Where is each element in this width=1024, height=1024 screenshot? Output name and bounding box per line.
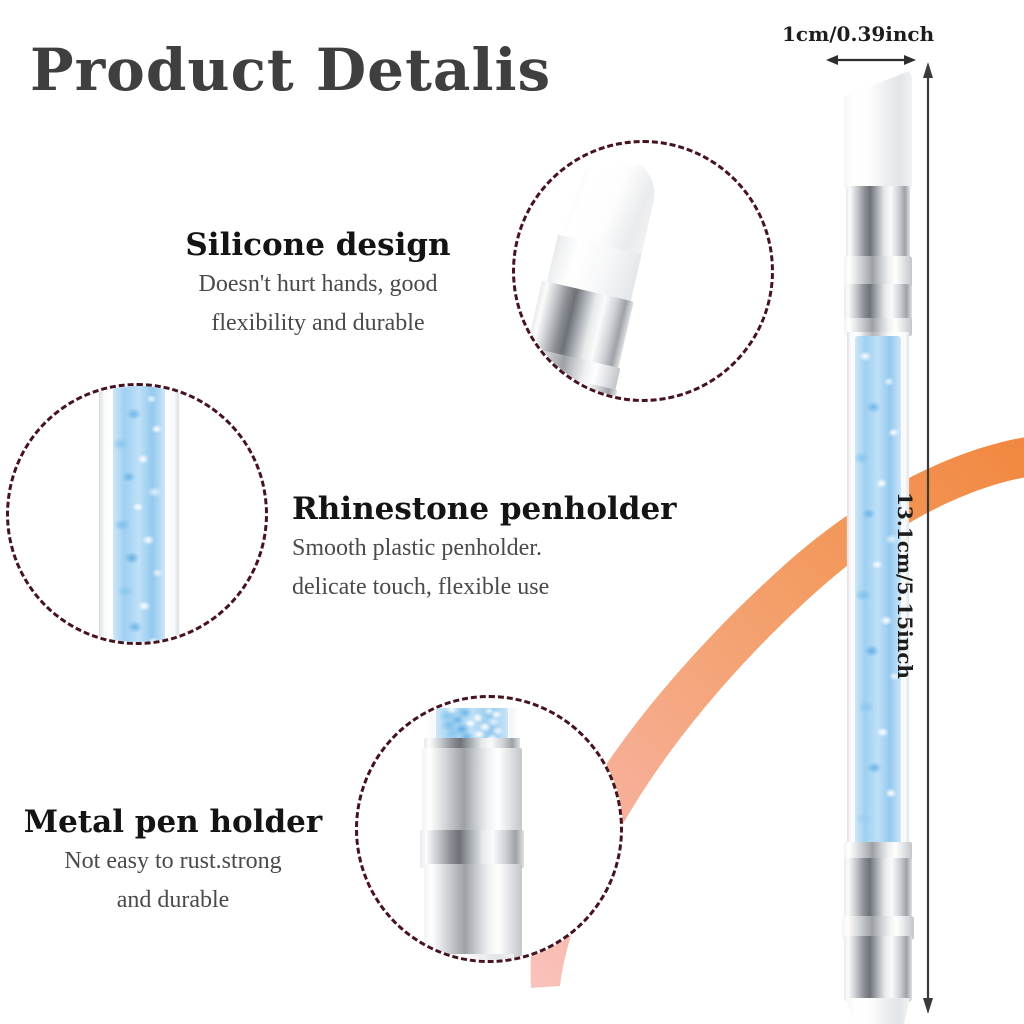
silicone-tip-closeup-image xyxy=(515,143,771,399)
rhinestone-fill xyxy=(113,386,165,642)
pen-metal-ferrule-top xyxy=(846,186,910,260)
pen-barrel-edge-right xyxy=(904,332,909,848)
pen-collar-top xyxy=(844,318,912,336)
dimension-width-label: 1cm/0.39inch xyxy=(782,22,935,46)
pen-collar-bottom xyxy=(844,842,912,862)
detail-circle-silicone xyxy=(512,140,774,402)
metal-closeup-upper-barrel xyxy=(422,748,522,834)
pen-rhinestone-fill xyxy=(855,336,901,844)
pen-barrel-edge-left xyxy=(847,332,852,848)
feature-desc-silicone-line2: flexibility and durable xyxy=(211,309,425,336)
pen-silicone-flat-tip xyxy=(844,70,912,190)
dimension-height-arrow xyxy=(923,62,933,1014)
metal-closeup-crystals xyxy=(436,708,508,742)
page-title: Product Detalis xyxy=(30,36,552,104)
rhinestone-barrel-closeup-image xyxy=(9,386,265,642)
feature-desc-metal-line2: and durable xyxy=(116,886,230,913)
pen-metal-ferrule-bottom xyxy=(844,858,912,920)
metal-closeup-lower-barrel xyxy=(424,864,522,960)
product-pen-full-view xyxy=(818,70,928,1024)
metal-closeup-mid-ring xyxy=(420,830,524,868)
feature-heading-metal: Metal pen holder xyxy=(23,804,323,840)
feature-block-silicone: Silicone design Doesn't hurt hands, good… xyxy=(150,228,486,339)
pen-metal-ferrule-bottom-lower xyxy=(844,936,912,1002)
pen-ferrule-ring-lower xyxy=(844,284,912,322)
detail-circle-rhinestone xyxy=(6,383,268,645)
feature-desc-silicone-line1: Doesn't hurt hands, good xyxy=(198,271,438,298)
barrel-edge-right xyxy=(173,386,179,642)
metal-closeup-silicone-tip xyxy=(432,954,514,960)
dimension-width-arrow xyxy=(826,55,916,65)
feature-desc-rhinestone-line2: delicate touch, flexible use xyxy=(292,573,550,600)
pen-rhinestone-barrel xyxy=(846,332,910,848)
detail-circle-metal xyxy=(355,695,623,963)
pen-ferrule-ring-upper xyxy=(844,256,912,288)
pen-silicone-pointed-tip xyxy=(846,998,910,1024)
feature-block-rhinestone: Rhinestone penholder Smooth plastic penh… xyxy=(292,492,722,603)
metal-ferrule-closeup-image xyxy=(358,698,620,960)
dimension-height-label: 13.1cm/5.15inch xyxy=(893,492,917,679)
feature-desc-metal-line1: Not easy to rust.strong xyxy=(64,848,282,875)
feature-heading-rhinestone: Rhinestone penholder xyxy=(292,491,677,527)
feature-desc-rhinestone-line1: Smooth plastic penholder. xyxy=(292,535,542,562)
barrel-edge-left xyxy=(99,386,105,642)
feature-block-metal: Metal pen holder Not easy to rust.strong… xyxy=(8,805,338,916)
feature-heading-silicone: Silicone design xyxy=(185,227,451,263)
